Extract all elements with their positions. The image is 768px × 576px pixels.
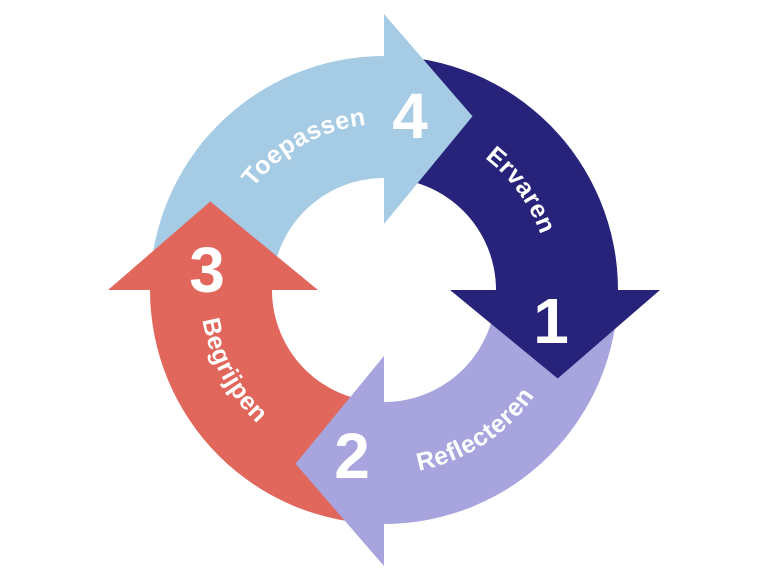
step-3-number: 3 bbox=[189, 234, 225, 306]
step-2-arrow-head bbox=[295, 356, 384, 566]
step-4-number: 4 bbox=[392, 80, 428, 152]
step-3-arrow-head bbox=[108, 201, 318, 290]
step-1-arrow-head bbox=[450, 290, 660, 379]
step-2-number: 2 bbox=[334, 420, 370, 492]
step-1-number: 1 bbox=[533, 285, 569, 357]
step-4-arrow-head bbox=[384, 14, 473, 224]
